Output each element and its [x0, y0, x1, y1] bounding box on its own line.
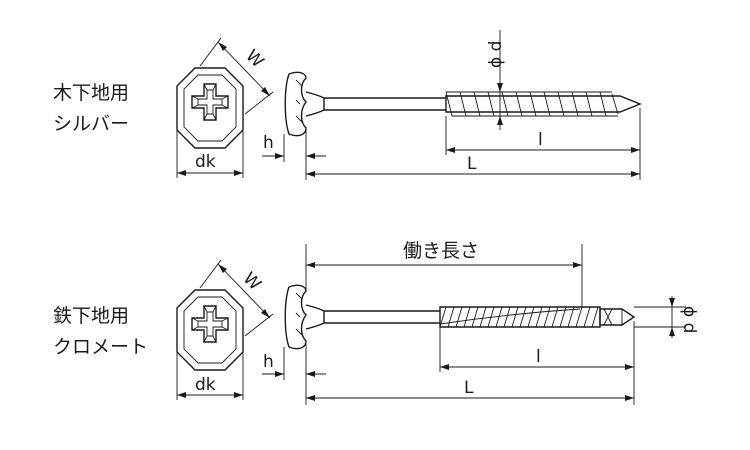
bottom-screw-side-view	[284, 284, 636, 350]
bottom-dim-W: W	[199, 259, 274, 337]
bottom-dim-W-label: W	[239, 269, 265, 295]
bottom-dim-L: L	[305, 378, 634, 405]
top-application-line2: シルバー	[53, 113, 129, 135]
bottom-dim-phi-d: ϕ d	[634, 296, 699, 338]
bottom-dim-l-label: l	[536, 347, 541, 367]
top-dim-h: h	[262, 130, 326, 162]
bottom-dim-dk-label: dk	[195, 375, 216, 395]
top-dim-phi-d: ϕ d	[486, 30, 506, 130]
bottom-dim-dk: dk	[176, 352, 244, 400]
bottom-dim-L-label: L	[464, 378, 474, 398]
top-dim-l: l	[445, 108, 641, 180]
bottom-dim-working-length: 働き長さ	[305, 240, 583, 307]
top-dim-L: L	[305, 154, 640, 180]
top-dim-l-label: l	[538, 130, 543, 150]
bottom-dim-h-label: h	[263, 352, 274, 372]
bottom-figure: 鉄下地用 クロメート W dk	[53, 240, 699, 405]
top-dim-phi-d-label: ϕ d	[486, 41, 506, 68]
bottom-dim-h: h	[262, 343, 326, 380]
top-dim-W-label: W	[241, 46, 267, 72]
bottom-dim-l: l	[439, 321, 635, 405]
top-dim-L-label: L	[467, 154, 477, 174]
bottom-application-line1: 鉄下地用	[53, 305, 129, 327]
bottom-head-top-view	[176, 289, 244, 371]
bottom-dim-phi-d-label: ϕ d	[679, 306, 699, 333]
top-dim-dk-label: dk	[195, 152, 216, 172]
top-application-line1: 木下地用	[53, 82, 129, 104]
top-screw-side-view	[284, 71, 642, 137]
top-dim-dk: dk	[176, 130, 244, 178]
top-dim-h-label: h	[263, 133, 274, 153]
bottom-application-line2: クロメート	[53, 336, 148, 358]
top-head-top-view	[176, 67, 244, 149]
top-figure: 木下地用 シルバー W dk	[53, 30, 642, 180]
top-dim-W: W	[199, 37, 274, 115]
bottom-dim-working-length-label: 働き長さ	[403, 240, 479, 262]
